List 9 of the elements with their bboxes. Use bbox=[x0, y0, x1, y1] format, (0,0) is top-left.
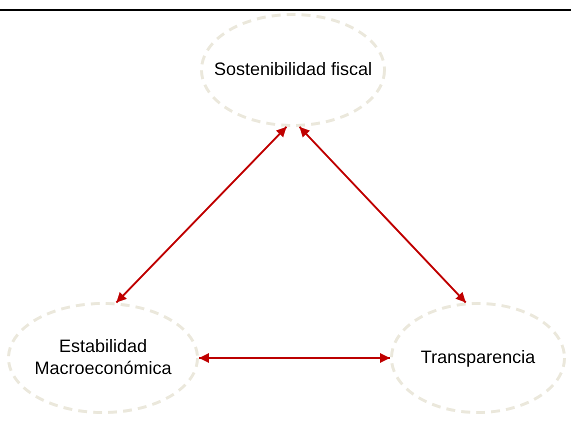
node-label: Sostenibilidad fiscal bbox=[214, 59, 372, 81]
double-arrow bbox=[116, 126, 288, 304]
double-arrow bbox=[199, 353, 390, 363]
dashed-ellipse bbox=[200, 13, 386, 127]
dashed-ellipse bbox=[390, 302, 566, 414]
dashed-ellipse bbox=[7, 302, 199, 414]
node-label: Estabilidad Macroeconómica bbox=[33, 336, 173, 380]
double-arrow bbox=[298, 126, 466, 304]
node-label: Transparencia bbox=[420, 347, 536, 369]
